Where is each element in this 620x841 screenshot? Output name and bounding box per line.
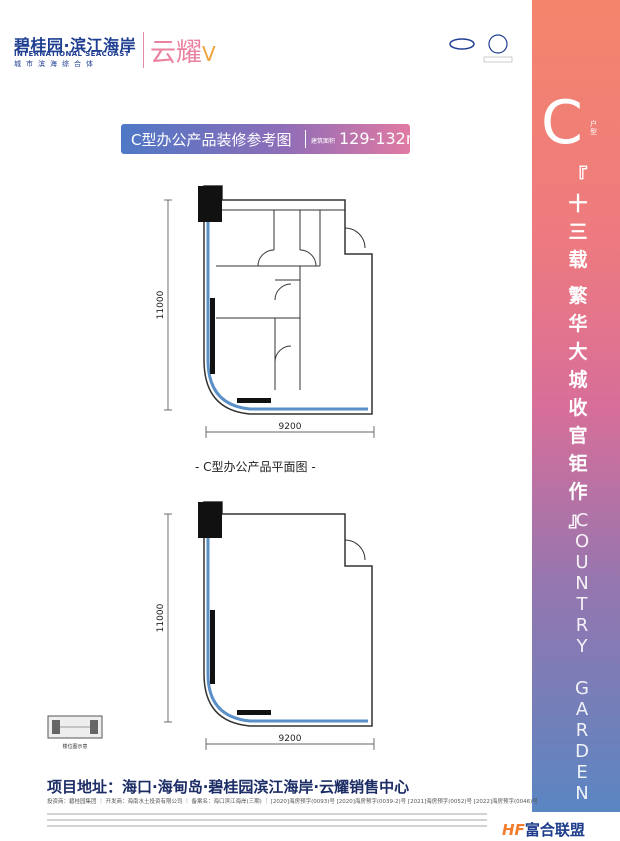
outer-wall [203, 501, 373, 727]
structural-column [198, 186, 222, 222]
title-separator [305, 130, 306, 148]
vertical-title-char: 三 [568, 221, 588, 243]
brand-mark: V [202, 42, 216, 66]
vertical-title-char: 作 [568, 481, 588, 503]
curved-glass-wall [206, 222, 368, 411]
door-swing [274, 283, 292, 301]
partner-tag [483, 56, 513, 63]
vertical-english-letter: C [575, 510, 589, 531]
partner-logo-1 [449, 38, 475, 50]
brand-name: 云耀V [150, 32, 216, 69]
vertical-title-char: 十 [568, 193, 588, 215]
wall-pier [237, 398, 271, 403]
dim-height-label: 11000 [156, 290, 166, 319]
door-swing [299, 249, 317, 267]
vertical-english-letter: N [575, 783, 589, 804]
plan-title: C型办公产品装修参考图 [131, 131, 292, 149]
plan-title-badge: C型办公产品装修参考图 建筑面积 129-132m² [121, 124, 428, 154]
door-swing [344, 539, 366, 561]
vertical-title-char: 城 [568, 369, 588, 391]
decorated-floor-plan [164, 185, 375, 438]
vertical-title-char: 载 [568, 249, 588, 271]
vertical-title-char: 官 [568, 425, 588, 447]
dim-height-label: 11000 [156, 603, 166, 632]
logo-main: 碧桂园·滨江海岸 [14, 36, 137, 55]
unit-label: 户型 [590, 120, 597, 136]
key-plan [47, 715, 103, 739]
vertical-english-letter: U [575, 552, 589, 573]
logo-english: INTERNATIONAL SEACOAST [14, 50, 130, 58]
door-swing [274, 345, 292, 363]
vertical-english-letter: O [575, 531, 590, 552]
vertical-english-letter: Y [576, 636, 588, 657]
partner-logos [449, 34, 513, 63]
dim-width-label: 9200 [279, 734, 302, 744]
vertical-title-char: 』 [568, 509, 588, 531]
wall-pier [210, 298, 215, 374]
project-address: 项目地址：海口·海甸岛·碧桂园滨江海岸·云耀销售中心 [47, 778, 410, 796]
vertical-title-char: 华 [568, 313, 588, 335]
watermark-logo: HF富合联盟 [502, 819, 585, 840]
plain-floor-plan [164, 501, 375, 750]
fine-print-line [47, 825, 487, 827]
vertical-title: 『 十 三 载 繁 华 大 城 收 官 钜 作 』 [560, 162, 596, 534]
vertical-title-char: 繁 [568, 285, 588, 307]
vertical-title-char: 『 [568, 165, 588, 187]
vertical-title-char: 钜 [568, 453, 588, 475]
logo-divider [143, 32, 144, 68]
vertical-english-letter: G [575, 678, 589, 699]
area-label: 建筑面积 [311, 138, 336, 145]
logo-chinese-sub: 城市滨海综合体 [14, 60, 98, 68]
structural-column [198, 502, 222, 538]
vertical-english-letter: R [575, 615, 589, 636]
vertical-english-letter: R [575, 720, 589, 741]
door-swing [257, 249, 275, 267]
watermark-text: 富合联盟 [524, 821, 585, 839]
curved-glass-wall [206, 538, 368, 723]
wall-pier [237, 710, 271, 715]
vertical-english-letter: A [575, 699, 589, 720]
vertical-title-char: 收 [568, 397, 588, 419]
brand-name-text: 云耀 [150, 38, 203, 68]
key-plan-highlight [52, 720, 60, 734]
fine-print-lines [47, 809, 487, 831]
door-swing [344, 227, 366, 249]
key-plan-highlight [90, 720, 98, 734]
vertical-english-letter: T [576, 594, 588, 615]
fine-print: 投资商：碧桂园集团 ｜ 开发商：海南水土投资有限公司 ｜ 备案名：海口滨江海岸(… [47, 799, 538, 805]
vertical-english-letter: D [575, 741, 589, 762]
anniversary-30-logo [488, 34, 508, 54]
vertical-english-letter: E [576, 762, 588, 783]
side-panel [532, 0, 620, 812]
wall-pier [210, 610, 215, 684]
area-value: 129-132m² [339, 129, 428, 148]
vertical-english-letter: N [575, 573, 589, 594]
dim-width-label: 9200 [279, 422, 302, 432]
fine-print-line [47, 819, 487, 821]
fine-print-line [47, 813, 487, 815]
key-plan-label: 楼位图示意 [62, 743, 87, 750]
unit-letter: C [541, 88, 583, 158]
plain-plan-caption: - C型办公产品平面图 - [195, 460, 316, 474]
vertical-title-char: 大 [568, 341, 588, 363]
watermark-brand: HF [502, 821, 525, 839]
outer-wall [203, 185, 373, 415]
